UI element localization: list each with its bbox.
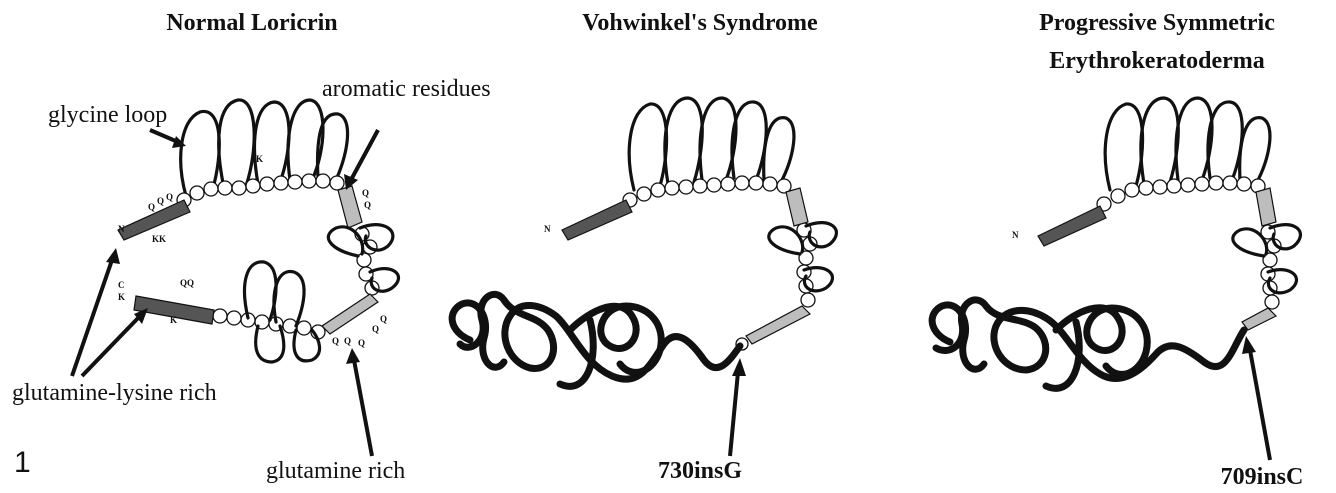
panel-title-pse-line1: Progressive Symmetric bbox=[1039, 10, 1275, 36]
n-terminus-label: N bbox=[118, 224, 125, 234]
glutamine-rod bbox=[746, 306, 810, 344]
residue-k: K bbox=[118, 292, 125, 302]
panel-title-pse-line2: Erythrokeratoderma bbox=[1049, 48, 1265, 74]
aromatic-rod-normal bbox=[338, 186, 362, 228]
residue-q: Q bbox=[358, 338, 365, 348]
vohwinkel-structure: N 730insG bbox=[452, 98, 836, 484]
n-terminal-rod bbox=[1038, 206, 1106, 246]
aberrant-coil-3 bbox=[932, 305, 984, 369]
n-terminus-label: N bbox=[1012, 230, 1019, 240]
gln-lys-arrow-1 bbox=[72, 260, 112, 376]
n-terminal-rod bbox=[562, 200, 632, 240]
panel-title-vohwinkel: Vohwinkel's Syndrome bbox=[582, 10, 818, 36]
residue-kk: KK bbox=[152, 234, 166, 244]
residue-q: Q bbox=[362, 188, 369, 198]
mutation-arrowhead-709insc bbox=[1242, 336, 1256, 354]
aberrant-coil-3 bbox=[452, 303, 504, 367]
residue-q: Q bbox=[372, 324, 379, 334]
glycine-loop-label: glycine loop bbox=[48, 102, 167, 128]
aromatic-rod bbox=[1256, 188, 1276, 226]
glutamine-rich-rod-normal bbox=[322, 294, 378, 334]
residue-q: Q bbox=[364, 200, 371, 210]
mutation-arrowhead-730insg bbox=[732, 358, 746, 376]
upper-bead-chain bbox=[177, 174, 344, 207]
mutation-arrow-709insc bbox=[1250, 350, 1270, 460]
aromatic-residues-label: aromatic residues bbox=[322, 76, 491, 102]
mutation-label-709insc: 709insC bbox=[1221, 464, 1304, 490]
c-terminus-label: C bbox=[118, 280, 125, 290]
mutation-label-730insg: 730insG bbox=[658, 458, 742, 484]
normal-loricrin-structure: N C Q Q Q KK K K QQ Q Q K Q Q Q Q Q glyc… bbox=[12, 76, 491, 484]
lower-bead-chain bbox=[213, 309, 325, 339]
residue-q: Q bbox=[166, 192, 173, 202]
glutamine-rich-label: glutamine rich bbox=[266, 458, 405, 484]
glycine-loop-arrow bbox=[150, 130, 178, 142]
residue-q: Q bbox=[380, 314, 387, 324]
glutamine-rich-arrow bbox=[354, 360, 372, 456]
glutamine-rich-arrowhead bbox=[346, 348, 360, 364]
gln-lys-arrowhead-1 bbox=[106, 248, 120, 264]
n-terminus-label: N bbox=[544, 224, 551, 234]
bead-chain bbox=[1097, 176, 1281, 309]
residue-q: Q bbox=[148, 202, 155, 212]
panel-title-normal: Normal Loricrin bbox=[166, 10, 337, 36]
residue-k: K bbox=[170, 315, 177, 325]
residue-q: Q bbox=[157, 196, 164, 206]
residue-q: Q bbox=[332, 336, 339, 346]
truncated-glutamine-rod bbox=[1242, 308, 1276, 330]
residue-qq: QQ bbox=[180, 278, 194, 288]
pse-structure: N 709insC bbox=[932, 98, 1303, 490]
glutamine-lysine-rich-label: glutamine-lysine rich bbox=[12, 380, 217, 406]
aromatic-residues-arrow bbox=[352, 130, 378, 178]
mutation-arrow-730insg bbox=[730, 372, 738, 456]
figure-number: 1 bbox=[14, 446, 31, 479]
residue-k: K bbox=[256, 154, 263, 164]
residue-q: Q bbox=[344, 336, 351, 346]
aromatic-rod bbox=[786, 188, 808, 226]
